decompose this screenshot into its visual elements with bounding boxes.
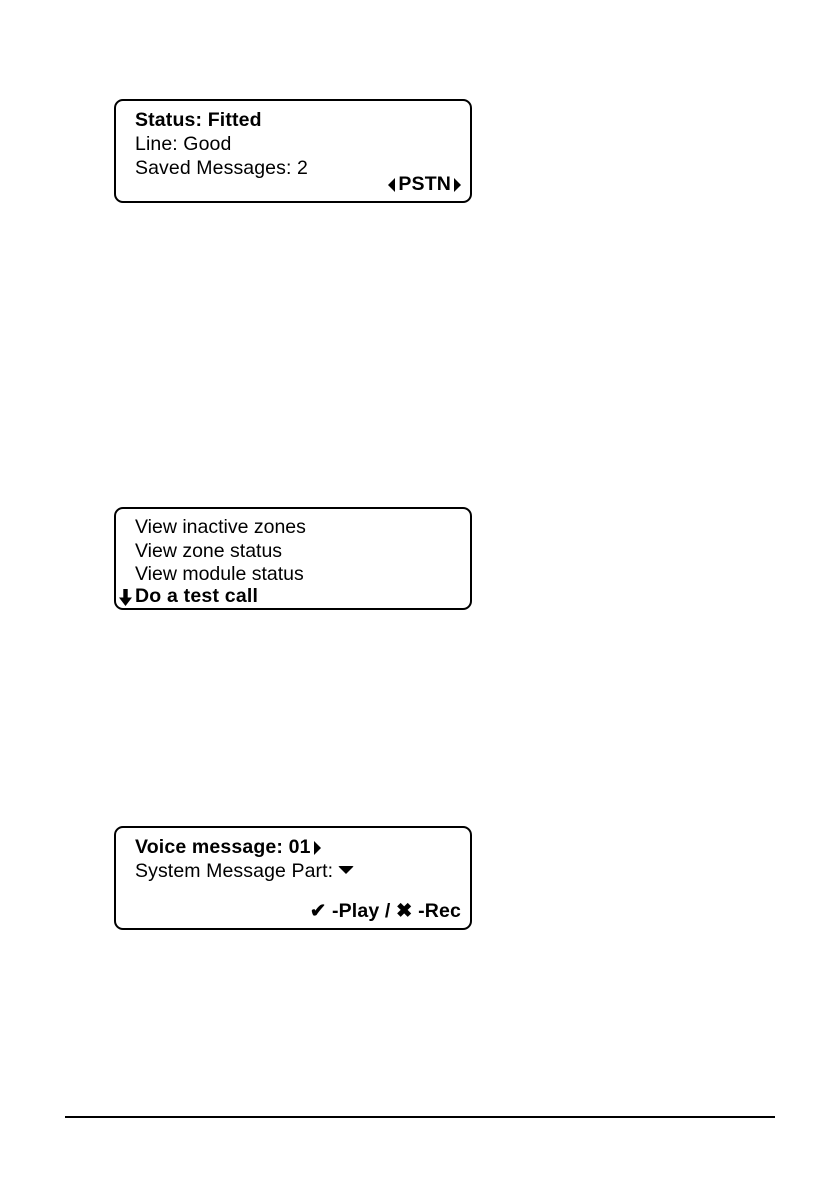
voice-message-panel: Voice message: 01 System Message Part: ✔… — [114, 826, 472, 930]
rec-key-label: -Rec — [418, 900, 461, 922]
system-message-part-row[interactable]: System Message Part: — [135, 860, 355, 882]
check-icon[interactable]: ✔ — [309, 900, 327, 922]
menu-panel: View inactive zones View zone status Vie… — [114, 507, 472, 610]
menu-item-view-inactive-zones[interactable]: View inactive zones — [135, 516, 306, 538]
voice-message-value: 01 — [288, 836, 311, 858]
arrow-down-icon[interactable] — [119, 589, 132, 606]
status-pstn-selector[interactable]: PSTN — [388, 173, 461, 195]
menu-item-view-module-status[interactable]: View module status — [135, 563, 304, 585]
status-panel: Status: Fitted Line: Good Saved Messages… — [114, 99, 472, 203]
cross-icon[interactable]: ✖ — [396, 900, 413, 922]
status-line-saved-messages: Saved Messages: 2 — [135, 157, 308, 179]
menu-item-view-zone-status[interactable]: View zone status — [135, 539, 283, 562]
triangle-right-icon[interactable] — [454, 178, 461, 192]
play-key-label: -Play — [331, 900, 380, 922]
voice-message-row[interactable]: Voice message: 01 — [135, 836, 321, 858]
page-footer-rule — [65, 1116, 775, 1119]
chevron-down-icon[interactable] — [338, 866, 355, 874]
triangle-left-icon[interactable] — [388, 178, 396, 192]
status-line-fitted: Status: Fitted — [135, 109, 262, 131]
menu-item-do-a-test-call[interactable]: Do a test call — [135, 585, 259, 607]
voice-message-label: Voice message: — [135, 836, 284, 858]
triangle-right-icon[interactable] — [313, 841, 321, 855]
voice-key-hints: ✔ -Play / ✖ -Rec — [309, 900, 461, 922]
key-hint-separator: / — [384, 900, 391, 922]
status-line-line-quality: Line: Good — [135, 133, 232, 155]
status-pstn-label: PSTN — [398, 173, 451, 195]
system-message-part-label: System Message Part: — [135, 860, 334, 882]
